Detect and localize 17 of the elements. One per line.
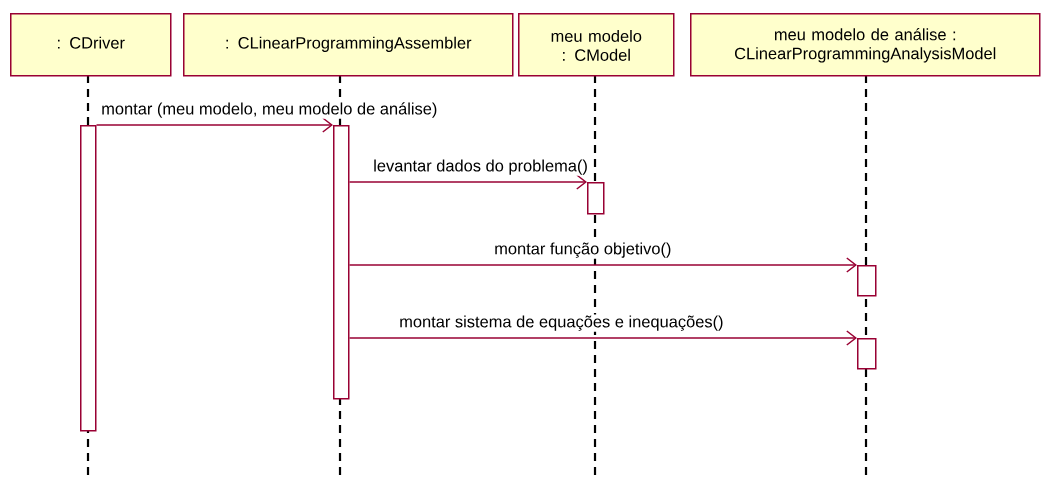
activation-bar [857, 338, 877, 370]
message-arrow [348, 174, 587, 190]
activation-bar [587, 182, 605, 215]
object-box: : CLinearProgrammingAssembler [183, 13, 514, 77]
message-label: montar (meu modelo, meu modelo de análise) [100, 101, 439, 119]
object-box: : CDriver [10, 13, 172, 77]
activation-bar [333, 125, 350, 400]
object-box: meu modelo de análise : CLinearProgrammingAnalysisModel [690, 13, 1041, 77]
message-label: montar sistema de equações e inequações() [398, 314, 725, 332]
message-label: montar função objetivo() [493, 241, 673, 259]
activation-bar [857, 265, 877, 297]
message-arrow [348, 330, 857, 346]
message-arrow [348, 257, 857, 273]
object-box: meu modelo : CModel [518, 13, 675, 77]
message-label: levantar dados do problema() [372, 158, 589, 176]
activation-bar [80, 125, 97, 432]
message-arrow [95, 117, 333, 133]
